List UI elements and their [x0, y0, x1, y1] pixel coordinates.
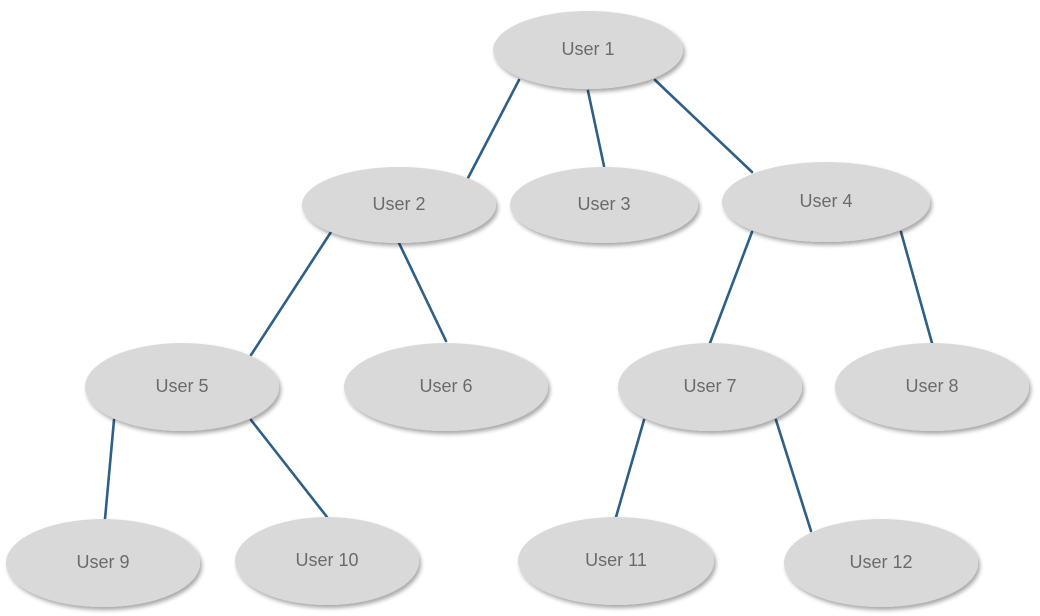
node-ellipse: [302, 167, 496, 243]
edge-u4-u8: [899, 230, 934, 345]
node-label: User 3: [577, 194, 630, 214]
node-ellipse: [784, 519, 978, 607]
node-u10: User 10: [235, 517, 419, 605]
edge-u1-u3: [586, 89, 606, 168]
edge-u7-u12: [774, 418, 813, 533]
node-ellipse: [235, 517, 419, 605]
node-u5: User 5: [85, 343, 279, 431]
edge-u2-u5: [249, 230, 333, 357]
node-u9: User 9: [6, 519, 200, 607]
node-ellipse: [493, 11, 683, 89]
node-ellipse: [344, 343, 548, 431]
node-label: User 5: [155, 376, 208, 396]
node-u11: User 11: [518, 517, 714, 605]
node-u3: User 3: [510, 167, 698, 243]
node-u6: User 6: [344, 343, 548, 431]
node-label: User 8: [905, 376, 958, 396]
edge-u1-u4: [653, 78, 754, 174]
node-ellipse: [618, 343, 802, 431]
edge-u7-u11: [614, 418, 646, 519]
node-label: User 10: [295, 550, 358, 570]
node-u1: User 1: [493, 11, 683, 89]
node-label: User 1: [561, 39, 614, 59]
edge-u4-u7: [708, 230, 754, 345]
edge-u5-u10: [249, 418, 329, 519]
node-label: User 7: [683, 376, 736, 396]
node-label: User 11: [585, 550, 647, 570]
node-label: User 2: [372, 194, 425, 214]
node-label: User 9: [76, 552, 129, 572]
node-u8: User 8: [835, 343, 1029, 431]
node-ellipse: [85, 343, 279, 431]
node-ellipse: [835, 343, 1029, 431]
edges: [103, 78, 934, 533]
node-u2: User 2: [302, 167, 496, 243]
node-label: User 12: [849, 552, 912, 572]
edge-u1-u2: [466, 78, 521, 180]
node-u7: User 7: [618, 343, 802, 431]
nodes: User 1 User 2 User 3 User 4 User 5 User 6 User…: [6, 11, 1029, 607]
node-u12: User 12: [784, 519, 978, 607]
node-label: User 6: [419, 376, 472, 396]
edge-u2-u6: [397, 241, 448, 343]
node-label: User 4: [799, 191, 852, 211]
node-u4: User 4: [722, 162, 930, 242]
node-ellipse: [518, 517, 714, 605]
node-ellipse: [6, 519, 200, 607]
edge-u5-u9: [103, 418, 116, 521]
node-ellipse: [722, 162, 930, 242]
node-ellipse: [510, 167, 698, 243]
